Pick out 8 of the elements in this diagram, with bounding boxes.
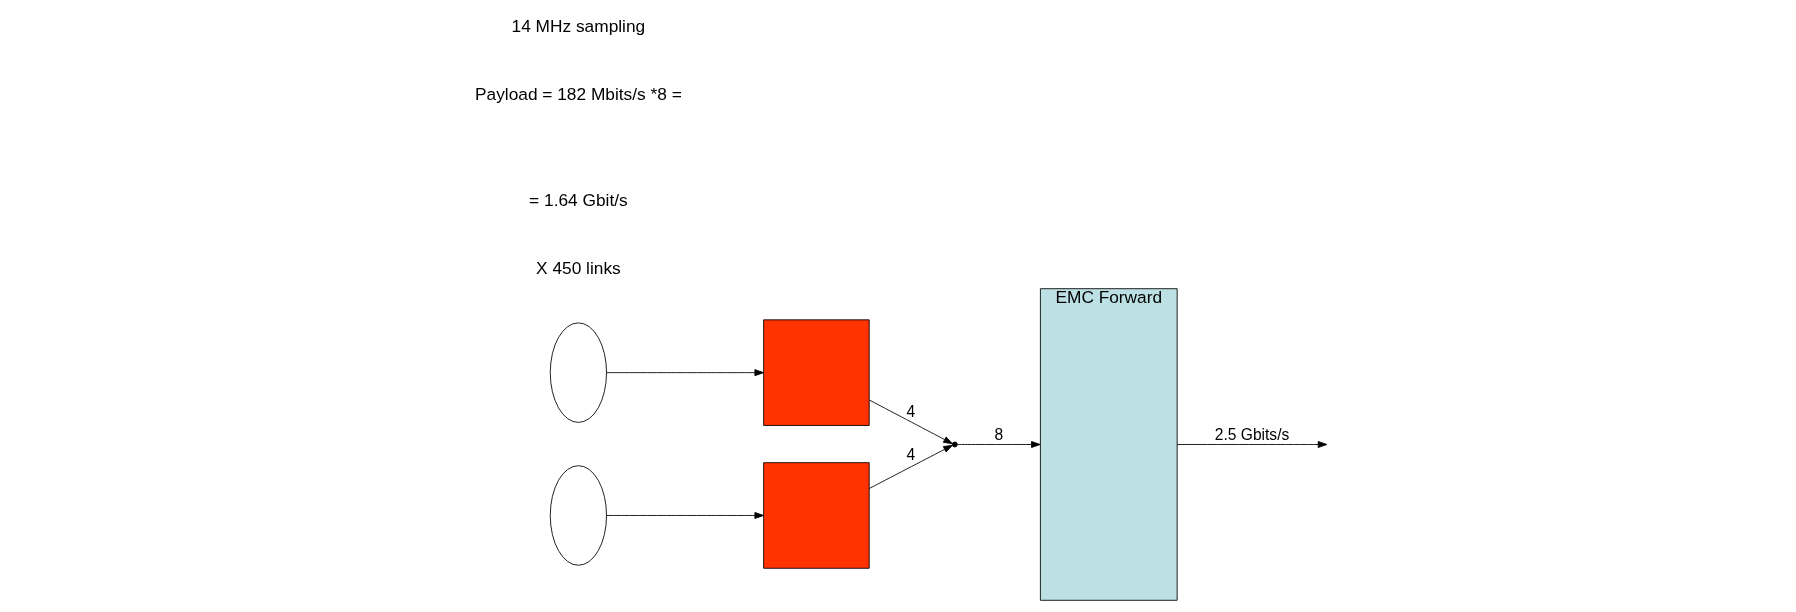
edge-label: 4: [906, 403, 916, 421]
edge-label: 4: [906, 446, 916, 464]
label: = 1.64 Gbit/s: [529, 189, 628, 210]
edge-label: 2.5 Gbits/s: [1214, 425, 1290, 443]
label: X 450 links: [536, 257, 621, 278]
label: 14 MHz sampling: [511, 15, 646, 36]
label: Payload = 182 Mbits/s *8 =: [475, 83, 682, 104]
edge-label: 8: [994, 425, 1004, 443]
